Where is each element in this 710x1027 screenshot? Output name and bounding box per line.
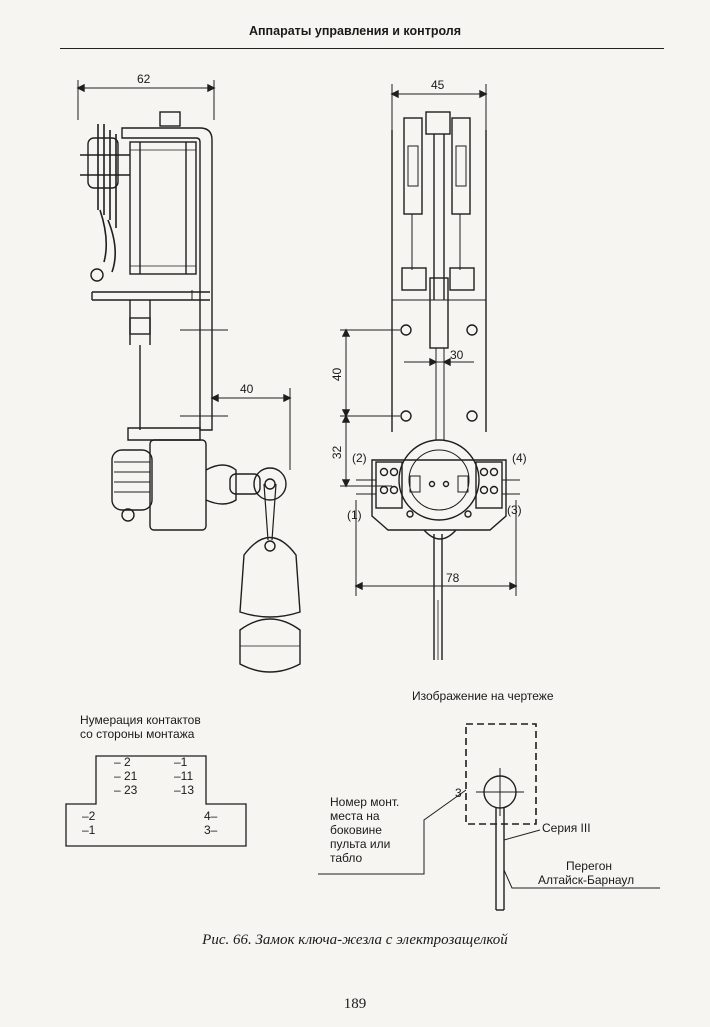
numbering-lower-right: 4–: [204, 809, 218, 823]
side-view: [76, 80, 301, 673]
running-header: Аппараты управления и контроля: [248, 24, 462, 38]
dimension-32: 32: [330, 445, 345, 460]
legend-place-line: табло: [330, 851, 363, 865]
dimension-62: 62: [137, 72, 151, 86]
dimension-40-horizontal: 40: [240, 382, 254, 396]
dimension-45: 45: [431, 78, 445, 92]
numbering-row-right: –13: [174, 783, 195, 797]
numbering-row-right: –1: [174, 755, 188, 769]
contact-label-4: (4): [512, 451, 527, 465]
numbering-title-line1: Нумерация контактов: [80, 713, 201, 727]
header-rule: [60, 48, 664, 49]
legend-series: Серия III: [542, 821, 591, 835]
legend-place-line: места на: [330, 809, 380, 823]
legend-title: Изображение на чертеже: [412, 689, 554, 703]
legend-number: 3: [455, 786, 462, 800]
legend-place-line: пульта или: [330, 837, 391, 851]
numbering-outline: [65, 755, 247, 847]
legend-place-line: боковине: [330, 823, 382, 837]
figure-caption: Рис. 66. Замок ключа-жезла с электрозаще…: [202, 932, 508, 948]
legend-route-line1: Перегон: [566, 859, 613, 873]
numbering-lower-right: 3–: [204, 823, 218, 837]
dimension-78: 78: [446, 571, 460, 585]
contact-label-3: (3): [507, 503, 522, 517]
numbering-row-left: – 21: [114, 769, 138, 783]
contact-label-2: (2): [352, 451, 367, 465]
legend-place-line: Номер монт.: [330, 795, 400, 809]
numbering-row-left: – 23: [114, 783, 138, 797]
page-number: 189: [343, 996, 367, 1012]
numbering-title-line2: со стороны монтажа: [80, 727, 195, 741]
front-view: [340, 84, 520, 660]
numbering-row-left: – 2: [114, 755, 131, 769]
legend-route-line2: Алтайск-Барнаул: [538, 873, 635, 887]
contact-label-1: (1): [347, 508, 362, 522]
dimension-40-vertical: 40: [330, 367, 345, 382]
numbering-lower-left: –2: [82, 809, 96, 823]
numbering-lower-left: –1: [82, 823, 96, 837]
numbering-row-right: –11: [174, 769, 194, 783]
dimension-30: 30: [450, 348, 464, 362]
